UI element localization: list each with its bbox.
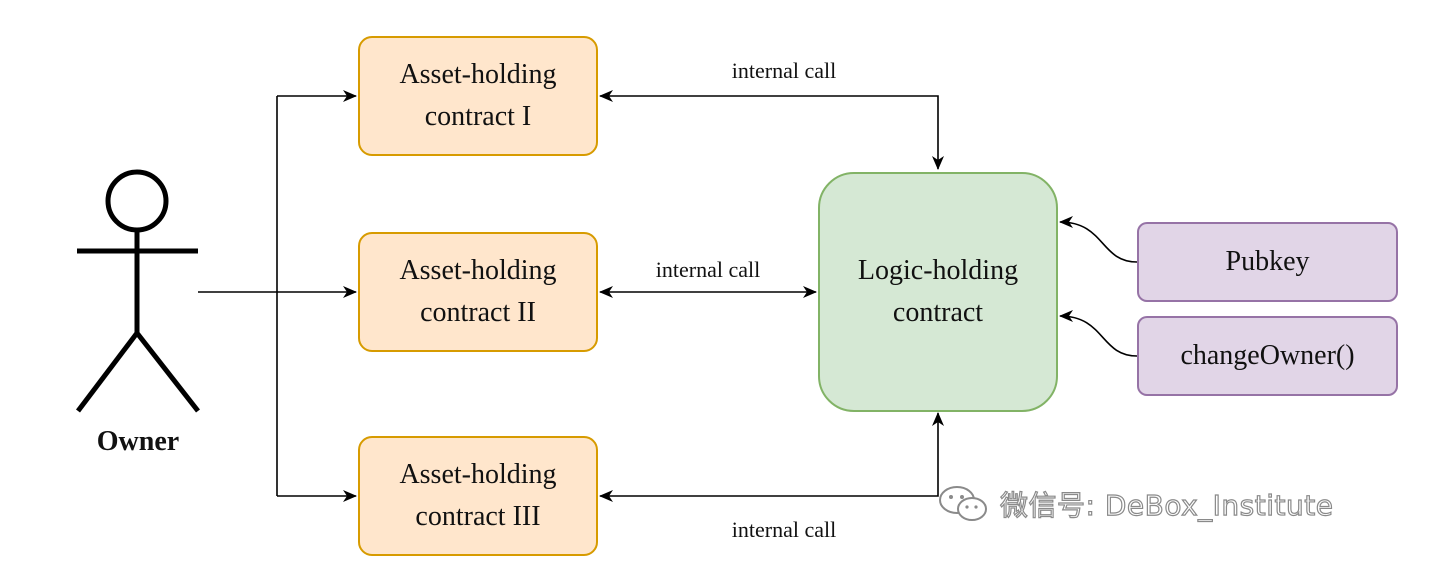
arrow-internal-call-bottom: [599, 412, 944, 502]
asset-contract-1: Asset-holding contract I: [358, 36, 598, 156]
arrow-pubkey-to-logic: [1059, 216, 1138, 263]
owner-label: Owner: [96, 426, 180, 457]
owner-figure-icon: [76, 169, 200, 413]
asset-contract-2: Asset-holding contract II: [358, 232, 598, 352]
change-owner-box: changeOwner(): [1137, 316, 1398, 396]
pubkey-box: Pubkey: [1137, 222, 1398, 302]
edge-label-middle: internal call: [651, 257, 765, 283]
watermark-text: 微信号: DeBox_Institute: [999, 488, 1334, 522]
wechat-icon: [939, 486, 987, 521]
arrow-changeowner-to-logic: [1059, 310, 1138, 357]
arrow-internal-call-top: [599, 90, 944, 170]
asset-contract-3: Asset-holding contract III: [358, 436, 598, 556]
edge-label-top: internal call: [727, 58, 841, 84]
edge-label-bottom: internal call: [727, 517, 841, 543]
watermark: 微信号: DeBox_Institute: [936, 484, 1334, 524]
logic-holding-contract: Logic-holding contract: [818, 172, 1058, 412]
